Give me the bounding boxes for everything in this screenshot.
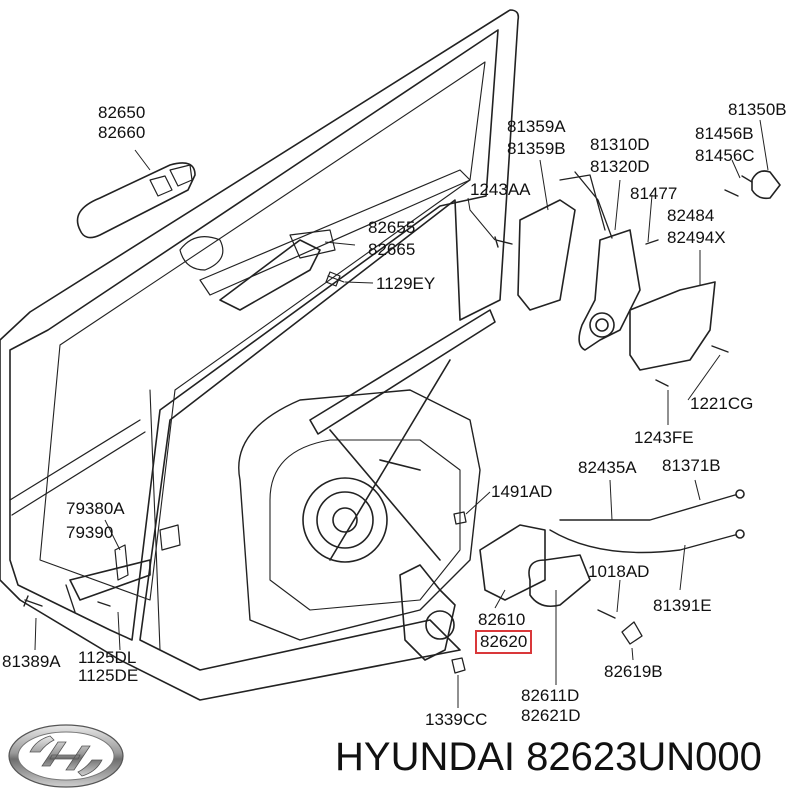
label-82619b: 82619B [604,662,663,681]
label-1018ad: 1018AD [588,562,650,581]
door-outer-frame [0,9,520,701]
label-81389a: 81389A [2,652,61,671]
door-belt-line [9,419,146,516]
screw-81477 [645,239,659,245]
label-82655: 82655 [368,218,416,237]
inside-handle-lever [528,554,591,608]
latch-bracket [629,281,716,371]
lock-cover [517,199,576,311]
label-81359a: 81359A [507,117,566,136]
handle-recess [179,236,224,271]
striker [751,170,781,200]
brand-caption: HYUNDAI 82623UN000 [335,735,762,779]
label-81456c: 81456C [695,146,755,165]
clip-1491ad [453,511,467,525]
label-81456b: 81456B [695,124,754,143]
handle-bracket [219,239,321,311]
cable-81371b [559,494,736,521]
outer-handle [76,162,196,239]
label-82650: 82650 [98,103,146,122]
screw-1129ey [325,271,345,287]
inside-handle-housing [479,524,546,601]
striker-bolts [724,175,753,197]
bezel-cover [621,621,643,645]
label-82665: 82665 [368,240,416,259]
label-82621d: 82621D [521,706,581,725]
screw-1243aa [494,236,513,248]
label-82484: 82484 [667,206,715,225]
cable-81391e [549,529,736,554]
label-79390: 79390 [66,523,114,542]
trim-strip [199,169,471,296]
door-window-frame [9,29,499,641]
speaker-mid [316,491,374,549]
label-1221cg: 1221CG [690,394,754,413]
bolt-81389a [23,595,43,607]
label-1243aa: 1243AA [470,180,531,199]
label-1125de: 1125DE [78,666,139,685]
label-82611d: 82611D [521,686,580,705]
body-edge [149,389,161,651]
label-81350b: 81350B [728,100,787,119]
screw-1243fe [655,379,669,387]
door-latch [578,229,641,351]
regulator-arms [329,359,451,561]
label-81391e: 81391E [653,596,712,615]
label-82610: 82610 [478,610,526,629]
latch-rods [559,171,613,239]
label-81320d: 81320D [590,157,650,176]
label-79380a: 79380A [66,499,125,518]
door-check [69,559,151,601]
hyundai-logo-icon [8,724,124,788]
label-1125dl: 1125DL [78,648,137,667]
speaker-outer [302,477,388,563]
screw-1221cg [711,345,729,353]
inner-panel [238,389,481,641]
label-81371b: 81371B [662,456,721,475]
label-1129ey: 1129EY [376,274,436,293]
bolt-1125dl [97,601,111,607]
label-1243fe: 1243FE [634,428,694,447]
label-82435a: 82435A [578,458,637,477]
label-81477: 81477 [630,184,678,203]
inner-panel-ring [269,439,461,611]
label-1491ad: 1491AD [491,482,553,501]
label-82494x: 82494X [667,228,726,247]
door-window-inner [39,61,486,601]
regulator-rail [309,309,496,435]
label-1339cc: 1339CC [425,710,488,729]
window-motor [399,564,456,661]
label-81359b: 81359B [507,139,566,158]
label-82620-highlighted: 82620 [475,630,533,654]
label-82660: 82660 [98,123,146,142]
leader-lines [34,119,769,708]
speaker-inner [332,507,358,533]
label-81310d: 81310D [590,135,650,154]
nut-1339cc [451,657,466,674]
